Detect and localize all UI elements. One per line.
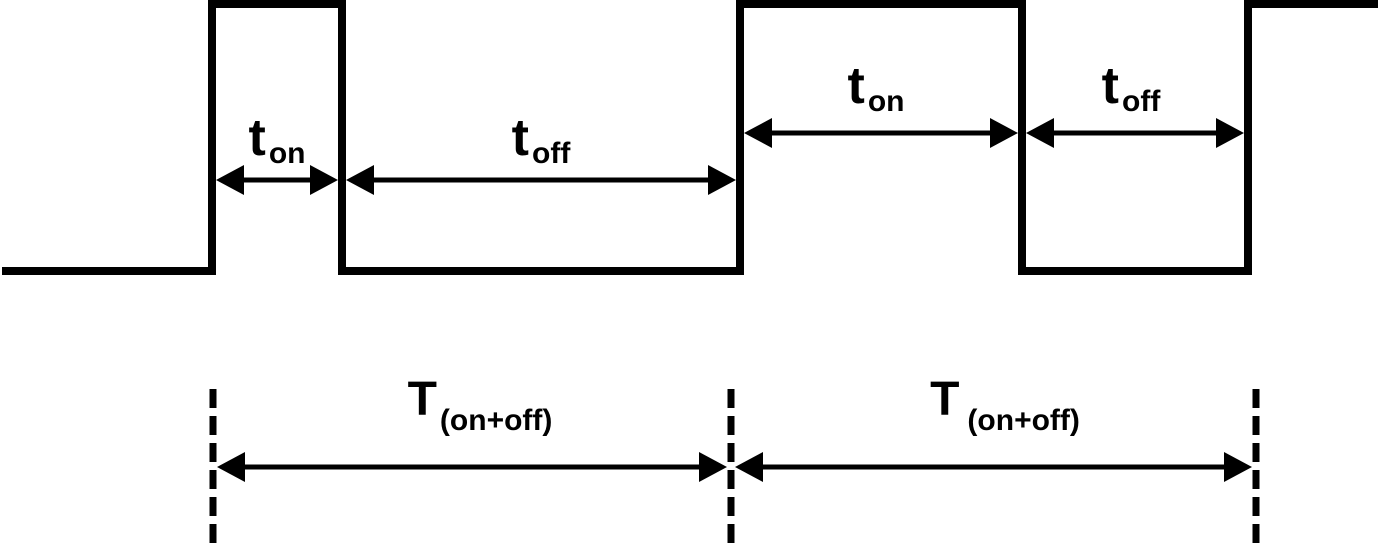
arrowhead-left-icon <box>346 165 374 195</box>
arrowhead-right-icon <box>1224 452 1252 482</box>
toff-arrow-pulse2 <box>1026 118 1244 148</box>
arrowhead-left-icon <box>216 165 244 195</box>
label-base: t <box>848 57 865 115</box>
arrowhead-right-icon <box>708 165 736 195</box>
label-base: t <box>249 109 266 167</box>
period-label-1: T(on+off) <box>408 373 553 437</box>
period-arrow-2 <box>735 452 1252 482</box>
square-wave-trace <box>2 0 1378 275</box>
toff-arrow-pulse1 <box>346 165 736 195</box>
label-subscript: off <box>1122 85 1161 118</box>
period-label-2: T(on+off) <box>930 373 1080 437</box>
label-subscript: (on+off) <box>440 404 552 437</box>
arrowhead-left-icon <box>217 452 245 482</box>
arrowhead-right-icon <box>310 165 338 195</box>
arrowhead-left-icon <box>1026 118 1054 148</box>
arrowhead-right-icon <box>1216 118 1244 148</box>
arrowhead-left-icon <box>744 118 772 148</box>
arrowhead-right-icon <box>990 118 1018 148</box>
label-subscript: off <box>532 137 571 170</box>
ton-arrow-pulse1 <box>216 165 338 195</box>
label-base: t <box>512 109 529 167</box>
period-arrow-1 <box>217 452 727 482</box>
arrowhead-right-icon <box>699 452 727 482</box>
label-subscript: on <box>868 85 905 118</box>
label-base: t <box>1102 57 1119 115</box>
ton-arrow-pulse2 <box>744 118 1018 148</box>
label-base: T <box>408 373 437 426</box>
label-subscript: (on+off) <box>967 404 1079 437</box>
arrowhead-left-icon <box>735 452 763 482</box>
label-base: T <box>930 373 959 426</box>
label-subscript: on <box>269 137 306 170</box>
